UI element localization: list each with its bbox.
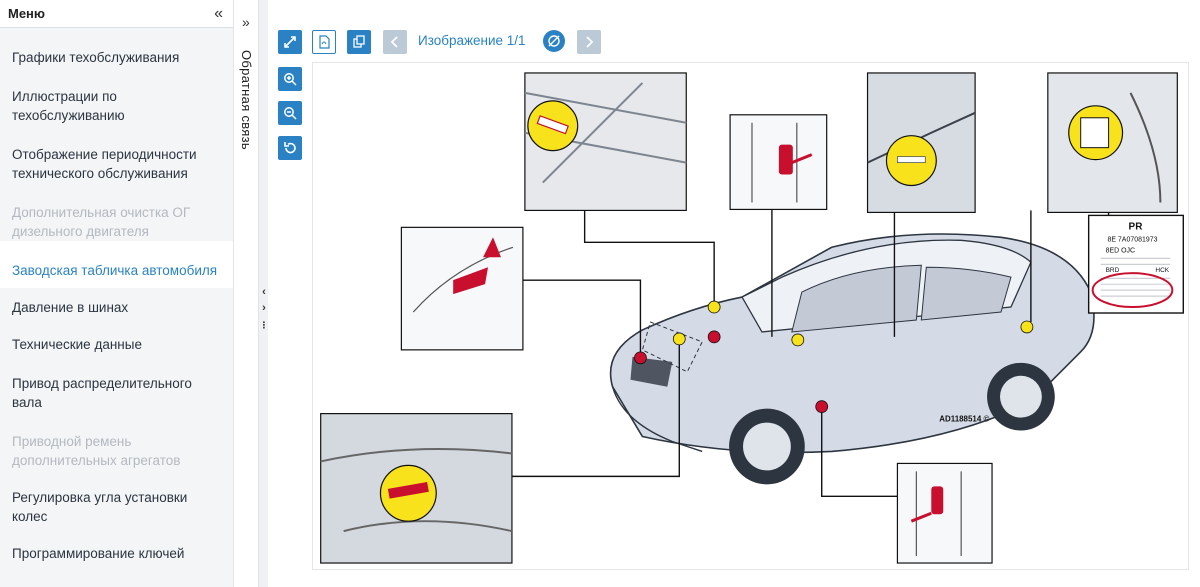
collapse-sidebar-button[interactable]: « [214,4,223,22]
sidebar-item: Приводной ремень дополнительных агрегато… [12,434,181,468]
expand-icon [284,36,296,48]
copy-icon [353,35,365,48]
pdf-button[interactable] [312,30,336,54]
zoom-out-icon [284,107,297,120]
sidebar-item[interactable]: Технические данные [12,337,142,352]
hotspot-markers [634,300,1034,414]
panel-resize-handle[interactable]: ‹ › ⋮ [258,0,269,587]
vehicle-data-plate: PR 8E 7A07081973 8ED OJC BRD HCK [1087,214,1184,314]
detail-engine-close [320,413,513,564]
sidebar-item[interactable]: Программирование ключей [12,546,185,561]
detail-windshield [866,72,976,214]
sidebar-item[interactable]: Регулировка угла установки колес [12,490,188,524]
zoom-in-icon [284,73,297,86]
feedback-strip: » Обратная связь [234,0,260,587]
feedback-tab[interactable]: Обратная связь [239,50,254,150]
detail-trunk [1047,72,1178,214]
expand-feedback-button[interactable]: » [242,14,250,30]
previous-image-button[interactable] [383,30,407,54]
plate-line-2: 8ED OJC [1106,247,1135,254]
sidebar-item[interactable]: Отображение периодичности технического о… [12,147,197,181]
vehicle-plate-illustration: PR 8E 7A07081973 8ED OJC BRD HCK AD11885… [312,62,1189,570]
sidebar-title: Меню [8,6,46,21]
copy-button[interactable] [347,30,371,54]
sidebar-header: Меню « [0,0,233,28]
next-image-button[interactable] [577,30,601,54]
chevron-left-icon [390,36,398,48]
zoom-in-button[interactable] [278,67,302,91]
image-counter: Изображение 1/1 [418,33,526,48]
reset-zoom-button[interactable] [278,136,302,160]
plate-line-3: BRD [1106,267,1120,274]
sidebar-item: Дополнительная очистка ОГ дизельного дви… [12,205,191,239]
reset-icon [284,142,296,154]
hotspot-toggle-button[interactable] [543,30,565,52]
illustration-canvas: PR 8E 7A07081973 8ED OJC BRD HCK AD11885… [320,72,1184,564]
plate-line-1: 8E 7A07081973 [1107,236,1157,243]
chevron-right-icon[interactable]: › [262,302,266,314]
plate-title: PR [1129,221,1143,232]
pdf-icon [319,35,330,49]
detail-door-pillar-top [729,114,828,211]
plate-line-4: HCK [1155,267,1169,274]
detail-engine-bay [524,72,687,212]
sidebar-item[interactable]: Давление в шинах [12,300,129,315]
detail-hood-latch [400,226,524,351]
sidebar-item[interactable]: Привод распределительного вала [12,376,192,410]
chevron-right-icon [586,36,594,48]
sidebar-item[interactable]: Графики техобслуживания [12,50,180,65]
car-drawing [609,233,1095,485]
zoom-out-button[interactable] [278,101,302,125]
fullscreen-button[interactable] [278,30,302,54]
more-dots-icon[interactable]: ⋮ [259,320,269,330]
detail-door-pillar-bottom [896,462,993,564]
chevron-left-icon[interactable]: ‹ [262,286,266,298]
sidebar-item[interactable]: Иллюстрации по техобслуживанию [12,89,125,123]
figure-code: AD1188514 © [939,415,989,424]
hotspot-toggle-icon [548,35,560,47]
sidebar-item[interactable]: Заводская табличка автомобиля [0,241,233,288]
